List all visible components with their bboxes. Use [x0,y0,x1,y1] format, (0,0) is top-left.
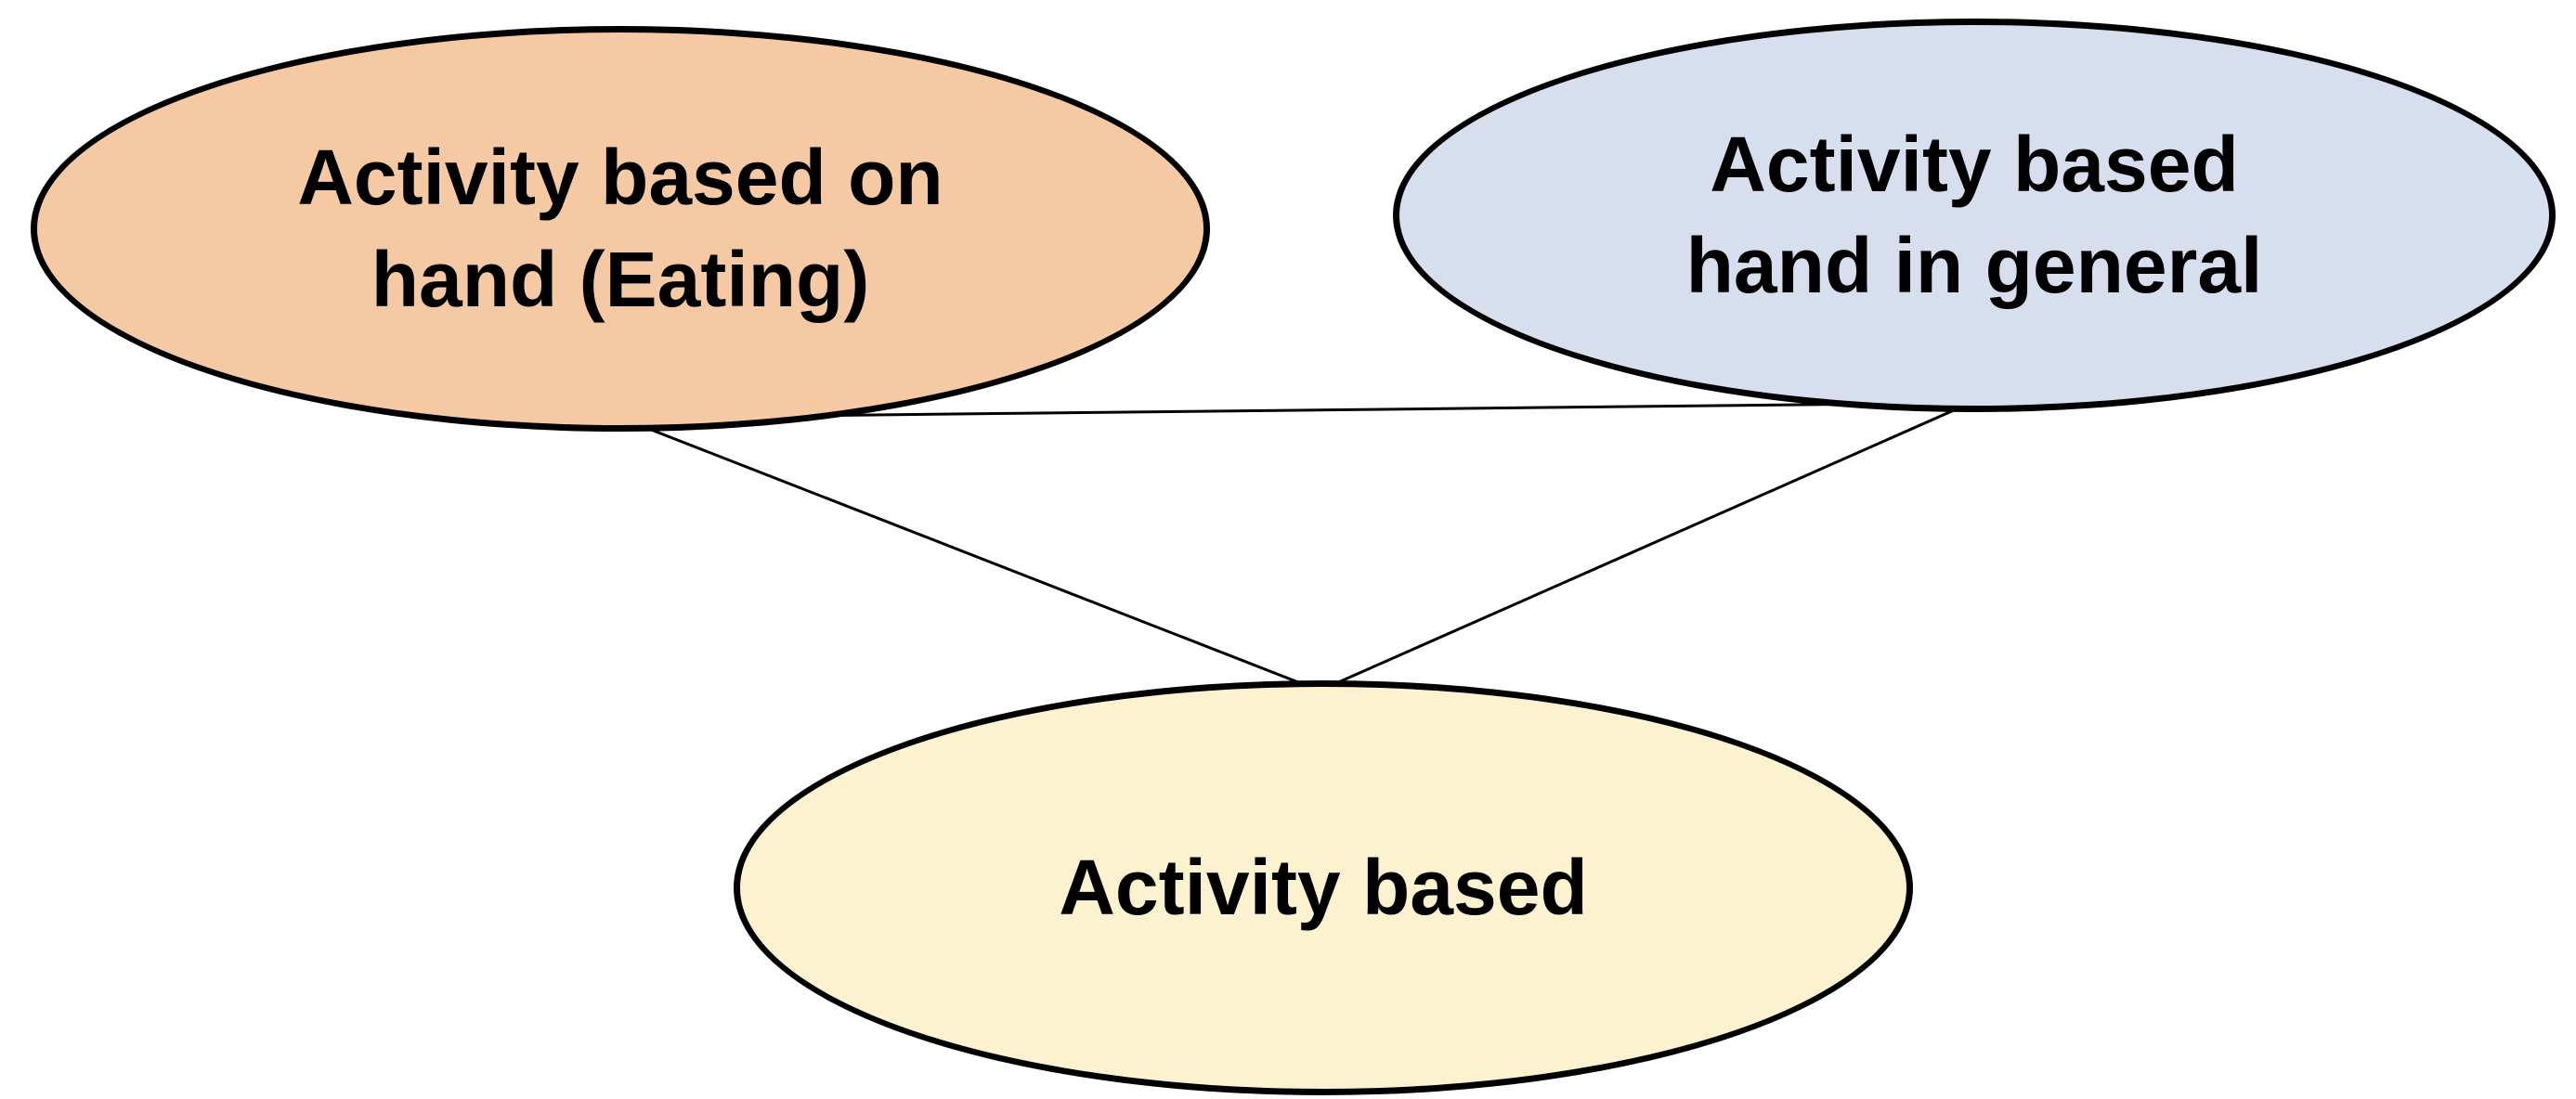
label-line-2: hand (Eating) [371,235,870,323]
label-line-1: Activity based on [297,134,943,222]
node-activity-based-label: Activity based [1059,837,1588,938]
label-line-1: Activity based [1710,120,2239,208]
node-activity-hand-eating: Activity based on hand (Eating) [31,26,1210,432]
node-activity-hand-general-label: Activity based hand in general [1686,114,2263,317]
label-line-2: hand in general [1685,222,2263,309]
node-activity-hand-eating-label: Activity based on hand (Eating) [297,127,943,330]
edge-eating-base [619,416,1321,692]
edge-general-base [1319,401,1971,692]
node-activity-based: Activity based [734,680,1913,1095]
label-line-1: Activity based [1059,843,1588,931]
node-activity-hand-general: Activity based hand in general [1393,19,2556,412]
